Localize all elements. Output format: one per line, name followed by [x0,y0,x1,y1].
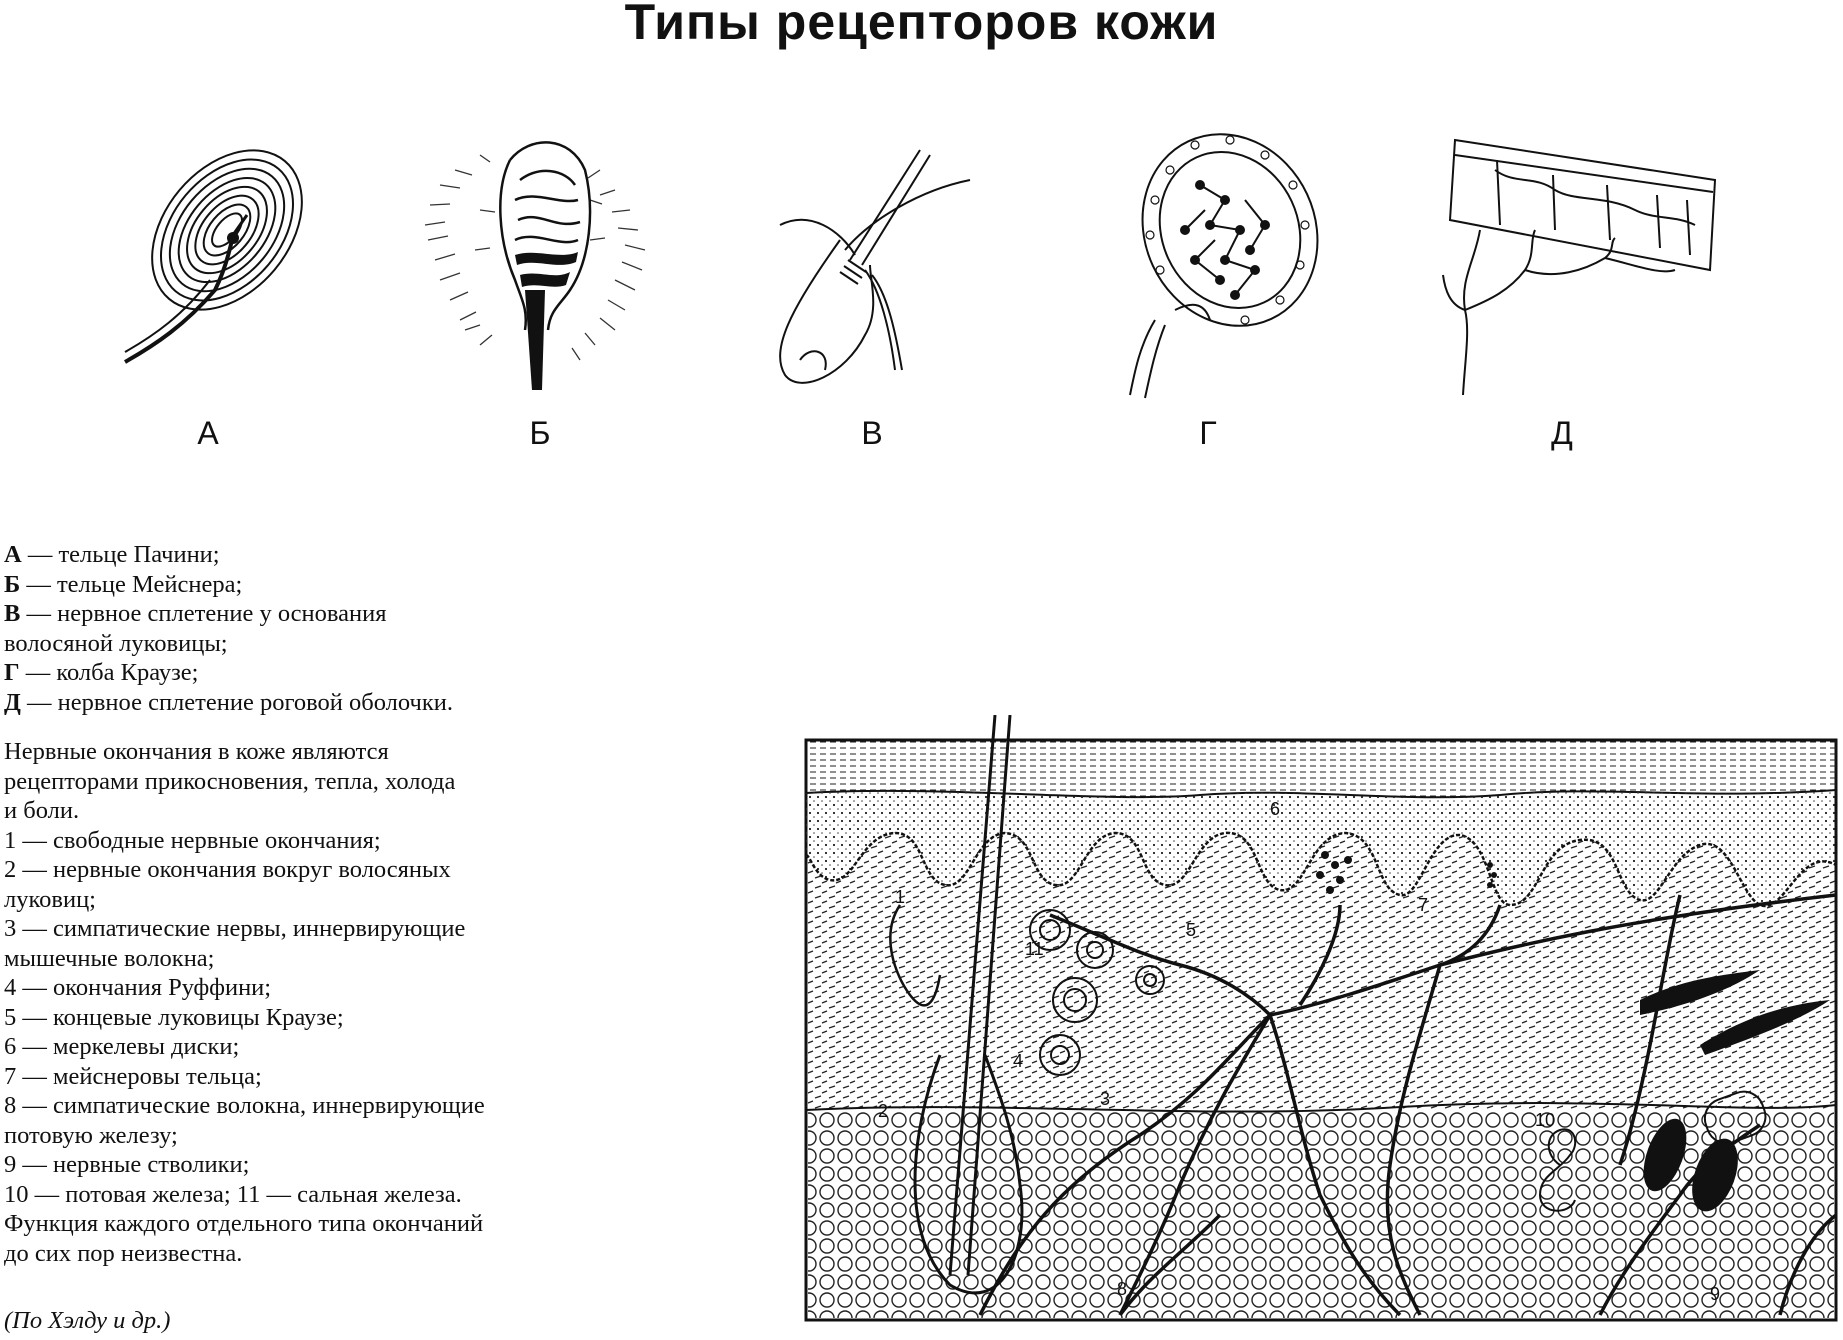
paragraph-line: до сих пор неизвестна. [4,1239,243,1267]
figure-label-g: Г [1199,415,1217,451]
paragraph-line: 3 — симпатические нервы, иннервирующие [4,915,466,942]
figure-label-b: Б [529,415,551,451]
paragraph-line: 7 — мейснеровы тельца; [4,1062,262,1090]
paragraph-line: Нервные окончания в коже являются [4,738,389,765]
figure-label-v: В [861,415,883,451]
diagram-label-1: 1 [895,887,905,907]
page-title: Типы рецепторов кожи [624,0,1219,50]
paragraph-line: луковиц; [4,885,96,913]
diagram-label-6: 6 [1270,799,1280,819]
figure-label-d: Д [1551,415,1573,451]
paragraph-line: 1 — свободные нервные окончания; [4,826,381,854]
diagram-label-8: 8 [1117,1279,1127,1299]
skin-cross-section-diagram: 1 2 3 4 5 6 7 8 9 10 11 [800,714,1840,1330]
diagram-label-10: 10 [1535,1110,1555,1130]
legend-line: Д — нервное сплетение роговой оболочки. [4,688,453,716]
paragraph-line: и боли. [4,797,80,824]
legend-line: Б — тельце Мейснера; [4,570,243,598]
diagram-label-11: 11 [1025,939,1044,959]
paragraph-line: 9 — нервные стволики; [4,1151,250,1178]
diagram-label-9: 9 [1710,1284,1720,1304]
figure-g-krause-bulb [1115,130,1335,400]
source-citation: (По Хэлду и др.) [4,1307,171,1334]
legend-line: Г — колба Краузе; [4,659,199,686]
diagram-label-2: 2 [878,1101,888,1121]
paragraph-line: 5 — концевые луковицы Краузе; [4,1003,344,1031]
figure-label-a: А [197,415,219,451]
diagram-label-5: 5 [1186,920,1196,940]
figure-a-pacinian-corpuscle [115,130,325,370]
diagram-label-3: 3 [1100,1089,1110,1109]
legend-line: В — нервное сплетение у основания [4,600,387,627]
legend-line: А — тельце Пачини; [4,541,220,568]
paragraph-line: 8 — симпатические волокна, иннервирующие [4,1092,485,1119]
figure-d-corneal-plexus [1435,130,1725,400]
diagram-label-7: 7 [1418,895,1428,915]
paragraph-line: Функция каждого отдельного типа окончани… [4,1210,484,1237]
paragraph-line: мышечные волокна; [4,944,215,972]
legend: А — тельце Пачини; Б — тельце Мейснера; … [4,540,604,1268]
figure-b-meissner-corpuscle [420,130,650,390]
paragraph-line: 10 — потовая железа; 11 — сальная железа… [4,1180,462,1208]
paragraph-line: рецепторами прикосновения, тепла, холода [4,767,456,795]
figure-v-hair-follicle-plexus [770,130,990,390]
paragraph-line: 2 — нервные окончания вокруг волосяных [4,856,451,883]
legend-line: волосяной луковицы; [4,629,228,657]
paragraph-line: 6 — меркелевы диски; [4,1033,240,1060]
paragraph-line: потовую железу; [4,1121,178,1149]
diagram-label-4: 4 [1013,1051,1023,1071]
paragraph-line: 4 — окончания Руффини; [4,974,272,1001]
